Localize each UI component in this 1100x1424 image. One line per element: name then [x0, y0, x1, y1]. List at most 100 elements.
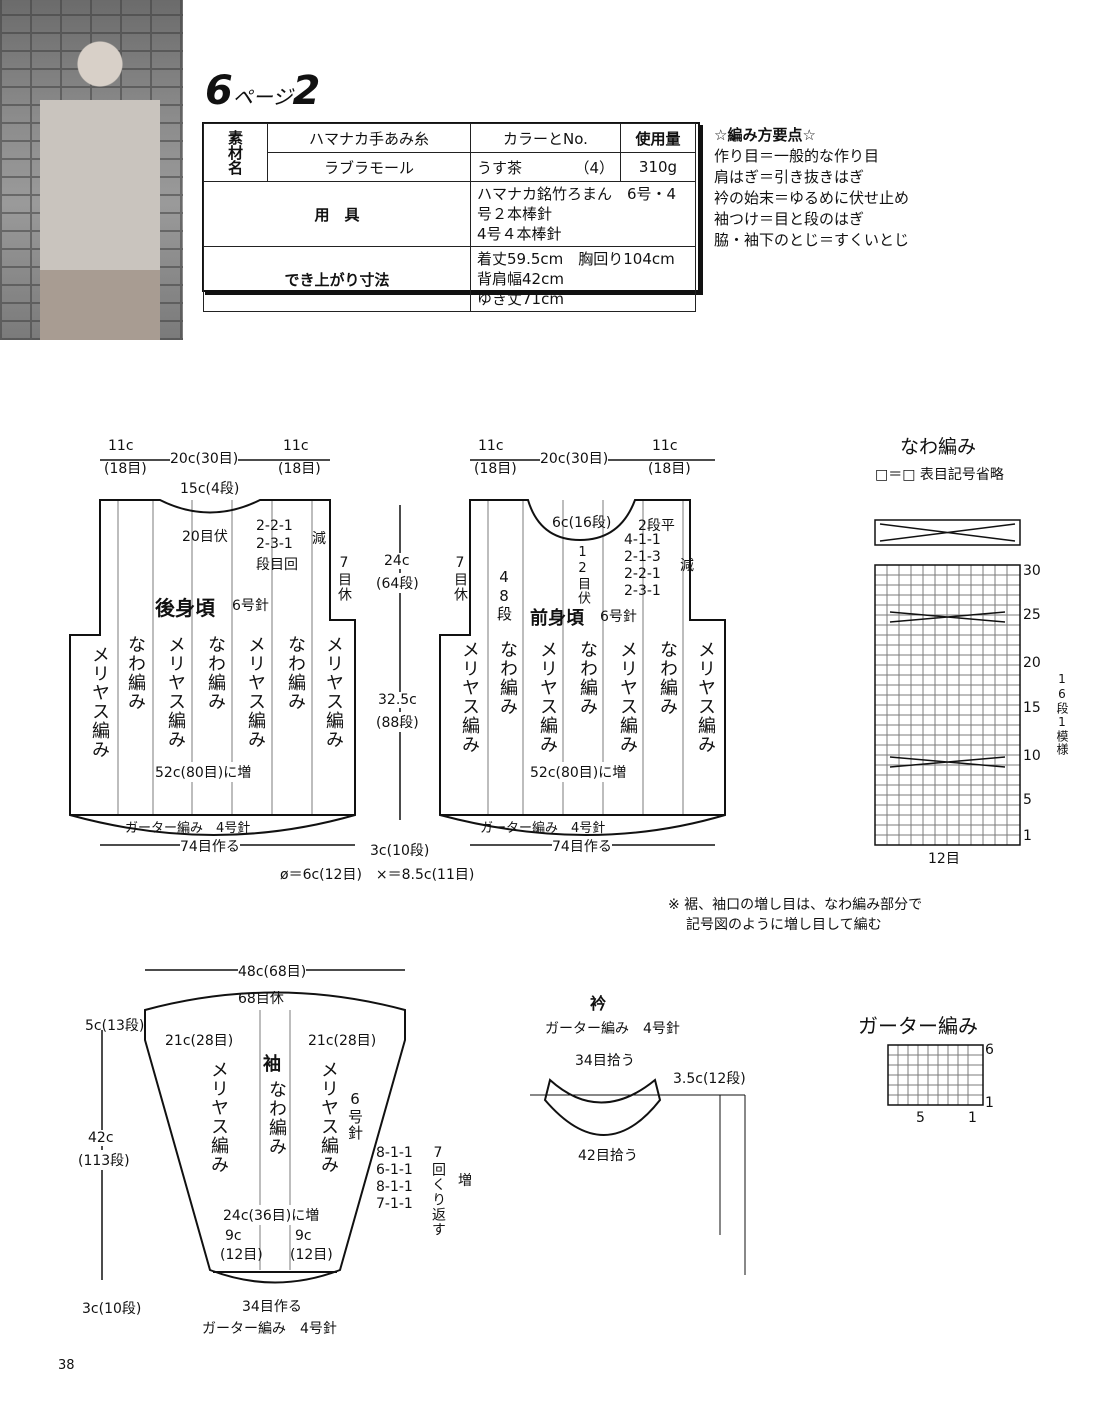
- front-col-cable: なわ編み: [657, 640, 678, 716]
- pattern-number: 2: [292, 68, 321, 114]
- sleeve-cuff-height: 3c(10段): [82, 1301, 142, 1317]
- back-cast-on: 74目作る: [180, 836, 240, 856]
- back-neck-depth: 15c(4段): [180, 481, 240, 497]
- note-line: 脇・袖下のとじ＝すくいとじ: [714, 231, 910, 249]
- back-col-cable: なわ編み: [205, 635, 226, 711]
- back-garter: ガーター編み 4号針: [125, 821, 251, 836]
- front-neck-bindoff: 12目伏: [575, 545, 590, 605]
- back-neck-bindoff: 20目伏: [182, 529, 228, 545]
- front-cast-on: 74目作る: [552, 836, 612, 856]
- tools-line-1: ハマナカ銘竹ろまん 6号・4号２本棒針: [477, 185, 677, 223]
- front-increase: 52c(80目)に増: [530, 762, 627, 782]
- notes-title: ☆編み方要点☆: [714, 126, 816, 144]
- front-col-stockinette: メリヤス編み: [459, 640, 480, 754]
- material-label: 素材名: [203, 123, 268, 182]
- collar-outline: [543, 1078, 662, 1136]
- back-col-stockinette: メリヤス編み: [165, 635, 186, 749]
- back-dec-row: 2-2-1: [256, 518, 293, 534]
- garter-col-number: 1: [968, 1110, 977, 1126]
- back-dec-row: 2-3-1: [256, 536, 293, 552]
- garter-row-number: 6: [985, 1042, 994, 1058]
- sleeve-inc-row: 6-1-1: [376, 1162, 413, 1178]
- row-number: 15: [1023, 700, 1041, 716]
- sleeve-right: 21c(28目): [308, 1033, 377, 1049]
- front-col-cable: なわ編み: [497, 640, 518, 716]
- front-dec-row: 2-1-3: [624, 549, 661, 565]
- amount-header: 使用量: [620, 123, 696, 153]
- garter-title: ガーター編み: [858, 1014, 978, 1038]
- armhole-rows: (64段): [376, 573, 419, 593]
- page-ref-number: 6: [205, 68, 233, 114]
- front-piece-name: 前身頃: [530, 608, 584, 629]
- back-needle: 6号針: [232, 598, 269, 614]
- page-title: 6ページ2: [205, 68, 320, 114]
- front-col-stockinette: メリヤス編み: [695, 640, 716, 754]
- yarn-name: ラブラモール: [267, 152, 471, 182]
- body-height: 32.5c: [378, 692, 417, 708]
- back-dim-middle: 20c(30目): [170, 448, 239, 468]
- collar-height: 3.5c(12段): [673, 1071, 746, 1087]
- back-col-stockinette: メリヤス編み: [245, 635, 266, 749]
- sleeve-rows: (113段): [78, 1150, 130, 1170]
- armhole-height: 24c: [384, 553, 410, 569]
- note-line: 肩はぎ＝引き抜きはぎ: [714, 168, 865, 186]
- front-dim-right-sts: (18目): [648, 461, 691, 477]
- back-increase: 52c(80目)に増: [155, 762, 252, 782]
- collar-top-pickup: 34目拾う: [575, 1053, 635, 1069]
- size-value: 着丈59.5cm 胸回り104cm 背肩幅42cm ゆき丈71cm: [470, 246, 696, 312]
- sleeve-width: 48c(68目): [238, 961, 307, 981]
- front-dec-word: 減: [680, 558, 694, 574]
- back-col-cable: なわ編み: [125, 635, 146, 711]
- front-col-cable: なわ編み: [577, 640, 598, 716]
- sleeve-cuff-right-sts: (12目): [290, 1247, 333, 1263]
- front-garter: ガーター編み 4号針: [480, 821, 606, 836]
- back-col-cable: なわ編み: [285, 635, 306, 711]
- sleeve-repeat: 7回くり返す: [430, 1145, 446, 1237]
- knitting-notes: ☆編み方要点☆ 作り目＝一般的な作り目 肩はぎ＝引き抜きはぎ 衿の始末＝ゆるめに…: [714, 125, 909, 251]
- note-line: 袖つけ＝目と段のはぎ: [714, 210, 865, 228]
- sleeve-hold: 68目休: [238, 991, 284, 1007]
- row-number: 10: [1023, 748, 1041, 764]
- sleeve-col: なわ編み: [266, 1080, 287, 1156]
- tools-label: 用 具: [203, 181, 471, 247]
- front-side-hold: 7目休: [452, 555, 468, 602]
- size-line-2: ゆき丈71cm: [477, 290, 564, 308]
- row-number: 25: [1023, 607, 1041, 623]
- sleeve-cuff-left-sts: (12目): [220, 1247, 263, 1263]
- back-dec-word: 減: [312, 531, 326, 547]
- row-number: 1: [1023, 828, 1032, 844]
- note-line: 衿の始末＝ゆるめに伏せ止め: [714, 189, 910, 207]
- sleeve-increase: 24c(36目)に増: [223, 1205, 320, 1225]
- front-flat-rows: 2段平: [638, 518, 675, 534]
- note-line: 記号図のように増し目して編む: [686, 917, 882, 933]
- symbol-legend: ø＝6c(12目) ×＝8.5c(11目): [280, 867, 475, 883]
- sleeve-name: 袖: [263, 1054, 281, 1075]
- row-number: 30: [1023, 563, 1041, 579]
- front-neck-depth: 6c(16段): [552, 515, 612, 531]
- front-dim-left: 11c: [478, 438, 504, 454]
- back-dec-header: 段目回: [256, 557, 298, 573]
- note-line: 作り目＝一般的な作り目: [714, 147, 880, 165]
- size-line-1: 着丈59.5cm 胸回り104cm 背肩幅42cm: [477, 250, 690, 288]
- sleeve-col: メリヤス編み: [208, 1060, 229, 1174]
- model-photo: [0, 0, 183, 340]
- back-dim-right: 11c: [283, 438, 309, 454]
- sleeve-inc-row: 7-1-1: [376, 1196, 413, 1212]
- garter-col-number: 5: [916, 1110, 925, 1126]
- cable-width: 12目: [928, 848, 960, 868]
- sleeve-cuff-right: 9c: [295, 1228, 312, 1244]
- front-dec-row: 2-3-1: [624, 583, 661, 599]
- sleeve-cuff-left: 9c: [225, 1228, 242, 1244]
- sleeve-cast-on: 34目作る: [242, 1299, 302, 1315]
- tools-line-2: 4号４本棒針: [477, 225, 562, 243]
- sleeve-needle: 6号針: [346, 1090, 364, 1141]
- back-col-stockinette: メリヤス編み: [89, 645, 110, 759]
- front-needle: 6号針: [600, 609, 637, 625]
- cable-chart-title: なわ編み: [900, 436, 977, 458]
- row-number: 20: [1023, 655, 1041, 671]
- page-number: 38: [58, 1358, 75, 1373]
- back-dim-left: 11c: [108, 438, 134, 454]
- front-neck-rows: 48段: [495, 568, 513, 622]
- back-dim-right-sts: (18目): [278, 461, 321, 477]
- back-col-stockinette: メリヤス編み: [323, 635, 344, 749]
